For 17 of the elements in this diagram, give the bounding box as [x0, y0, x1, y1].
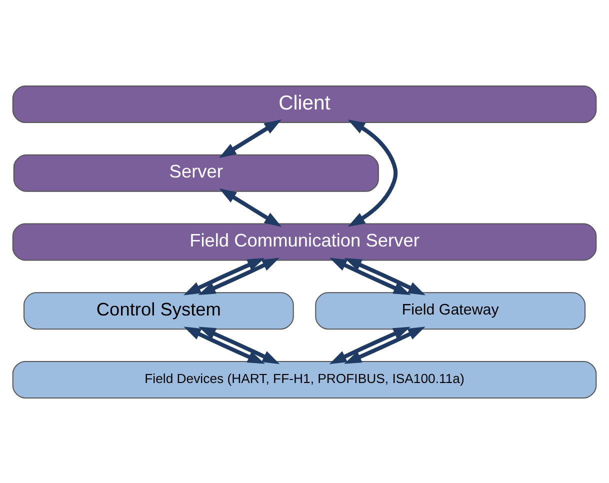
node-box: Control System — [23, 292, 294, 330]
arrow — [218, 118, 282, 158]
arrow — [329, 257, 411, 294]
arrow — [198, 326, 280, 364]
node-box: Field Gateway — [315, 292, 586, 330]
arrow — [344, 257, 426, 295]
arrow — [198, 257, 280, 294]
node-box: Field Devices (HART, FF-H1, PROFIBUS, ISA100.11a) — [12, 360, 597, 398]
arrow — [329, 326, 411, 364]
node-box: Field Communication Server — [12, 222, 597, 260]
arrow — [348, 118, 398, 226]
arrow — [183, 257, 265, 295]
arrow — [184, 326, 265, 364]
arrow — [219, 188, 282, 226]
node-box: Server — [13, 154, 379, 192]
node-box: Client — [12, 85, 597, 123]
arrow — [344, 326, 426, 364]
